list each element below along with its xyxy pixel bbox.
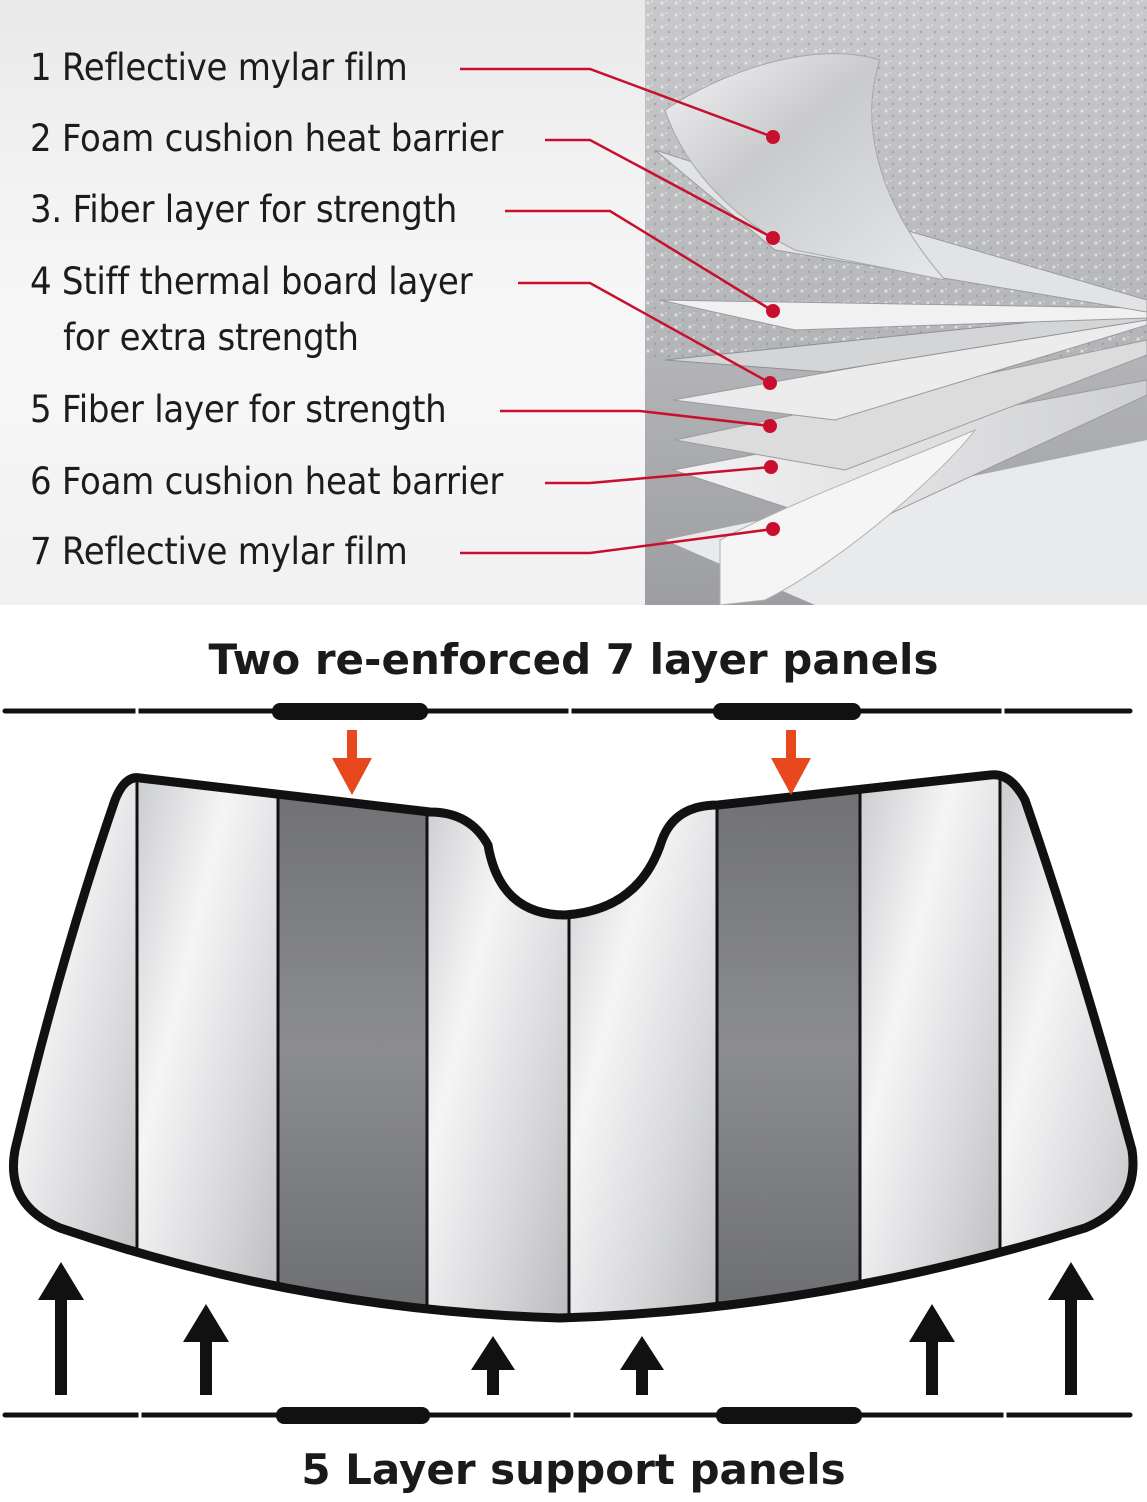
shade-panels (13, 774, 1134, 1318)
leader-line-2 (545, 138, 774, 240)
leader-line-4 (518, 281, 771, 385)
reinforced-panels-bracket (2, 703, 1133, 720)
layer-dot-4 (763, 376, 777, 390)
layer-label-7: 7 Reflective mylar film (30, 530, 408, 573)
arrow-down-icon (332, 730, 372, 795)
reinforced-panel-right (717, 774, 860, 1318)
leader-line-5 (500, 409, 771, 428)
leader-lines (460, 67, 780, 555)
layer-label-3: 3. Fiber layer for strength (30, 188, 457, 231)
layer-dot-7 (766, 522, 780, 536)
reinforced-panel-left (278, 774, 427, 1318)
arrow-up-icon (471, 1336, 515, 1395)
layer-dot-2 (766, 231, 780, 245)
layer-label-4-line1: 4 Stiff thermal board layer (30, 260, 473, 303)
leader-line-3 (505, 209, 774, 313)
arrow-up-icon (620, 1336, 664, 1395)
layer-photo (645, 0, 1147, 605)
support-panels-bracket (2, 1407, 1133, 1424)
support-arrows (38, 1262, 1094, 1395)
windshield-shade-diagram (2, 703, 1147, 1424)
leader-line-6 (545, 465, 772, 485)
layer-breakdown-section: 1 Reflective mylar film 2 Foam cushion h… (0, 0, 1147, 605)
arrow-up-icon (909, 1304, 955, 1395)
arrow-down-icon (771, 730, 811, 795)
layer-label-1: 1 Reflective mylar film (30, 46, 408, 89)
support-panels-title: 5 Layer support panels (301, 1445, 846, 1494)
layer-label-2: 2 Foam cushion heat barrier (30, 117, 504, 160)
reinforced-panels-title: Two re-enforced 7 layer panels (208, 635, 939, 684)
layer-label-5: 5 Fiber layer for strength (30, 388, 447, 431)
layer-dot-3 (766, 304, 780, 318)
arrow-up-icon (38, 1262, 84, 1395)
leader-line-1 (460, 67, 774, 139)
layer-label-4: 4 Stiff thermal board layer for extra st… (30, 254, 473, 366)
layer-label-6: 6 Foam cushion heat barrier (30, 460, 504, 503)
layer-label-4-line2: for extra strength (63, 316, 359, 359)
layer-dot-5 (763, 419, 777, 433)
leader-line-7 (460, 527, 774, 555)
arrow-up-icon (183, 1304, 229, 1395)
layer-dot-1 (766, 130, 780, 144)
reinforced-arrows (332, 730, 811, 795)
layer-dot-6 (764, 460, 778, 474)
arrow-up-icon (1048, 1262, 1094, 1395)
